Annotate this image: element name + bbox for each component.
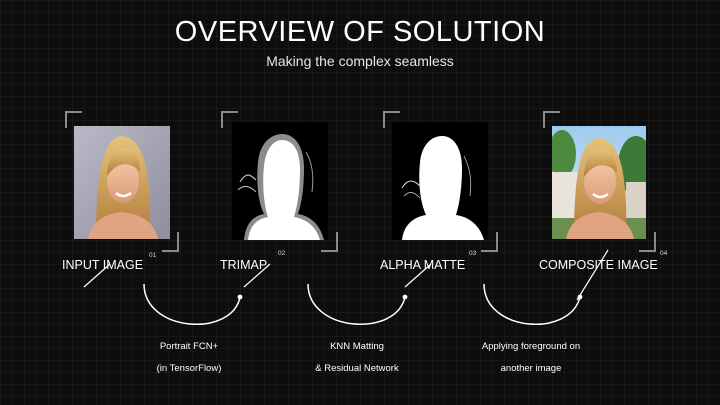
step-label-composite-image: COMPOSITE IMAGE bbox=[539, 258, 658, 272]
bracket-br-4 bbox=[639, 232, 656, 252]
slash-4 bbox=[576, 249, 609, 301]
transition-3-line2: another image bbox=[500, 363, 562, 374]
arc-end-dot-3 bbox=[577, 294, 583, 300]
transition-desc-1: Portrait FCN+ (in TensorFlow) bbox=[104, 336, 274, 380]
transition-desc-2: KNN Matting & Residual Network bbox=[272, 336, 442, 380]
step-label-alpha-matte: ALPHA MATTE bbox=[380, 258, 466, 272]
flow-arc-3 bbox=[483, 283, 581, 325]
bracket-tl-3 bbox=[383, 111, 400, 128]
flow-arc-2 bbox=[307, 283, 406, 325]
step-number-4: 04 bbox=[660, 250, 668, 257]
composite-image bbox=[552, 126, 646, 239]
flow-arc-1 bbox=[143, 283, 241, 325]
alpha-matte-image bbox=[392, 122, 488, 240]
transition-1-line2: (in TensorFlow) bbox=[156, 363, 222, 374]
transition-2-line1: KNN Matting bbox=[330, 341, 384, 352]
page-subtitle: Making the complex seamless bbox=[266, 53, 454, 69]
page-title: OVERVIEW OF SOLUTION bbox=[174, 16, 546, 48]
bracket-tl-4 bbox=[543, 111, 560, 128]
arc-end-dot-1 bbox=[237, 294, 243, 300]
slash-1 bbox=[83, 263, 111, 288]
transition-2-line2: & Residual Network bbox=[315, 363, 399, 374]
input-image bbox=[74, 126, 170, 239]
slash-3 bbox=[404, 263, 432, 288]
arc-end-dot-2 bbox=[402, 294, 408, 300]
bracket-br-1 bbox=[162, 232, 179, 252]
bracket-br-3 bbox=[481, 232, 498, 252]
bracket-tl-2 bbox=[221, 111, 238, 128]
slash-2 bbox=[243, 263, 271, 288]
step-number-1: 01 bbox=[149, 252, 157, 259]
trimap-image bbox=[232, 122, 328, 240]
transition-1-line1: Portrait FCN+ bbox=[159, 341, 219, 352]
bracket-tl-1 bbox=[65, 111, 82, 128]
step-label-input-image: INPUT IMAGE bbox=[62, 258, 144, 272]
step-number-2: 02 bbox=[278, 250, 286, 257]
transition-3-line1: Applying foreground on bbox=[481, 341, 581, 352]
step-label-trimap: TRIMAP bbox=[220, 258, 268, 272]
step-number-3: 03 bbox=[469, 250, 477, 257]
bracket-br-2 bbox=[321, 232, 338, 252]
transition-desc-3: Applying foreground on another image bbox=[446, 336, 616, 380]
